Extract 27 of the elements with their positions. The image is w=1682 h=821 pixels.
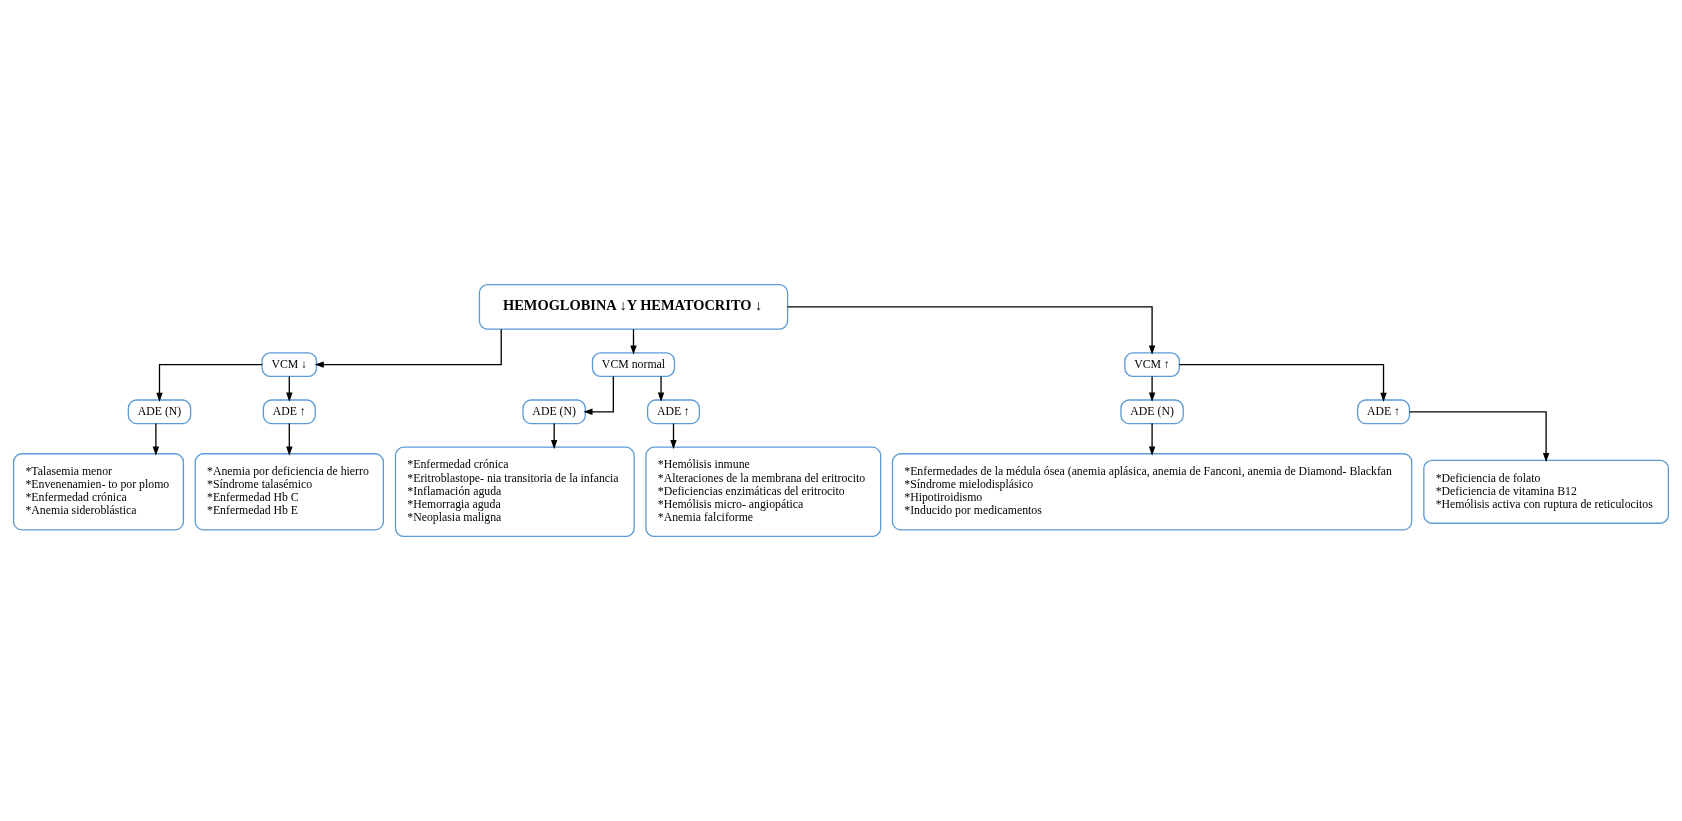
arrow: [1148, 422, 1156, 456]
node-box: VCM ↓: [261, 352, 318, 378]
node-box: *Talasemia menor *Envenenamien- to por plomo *Enfermedad crónica *Anemia sideroblástica: [12, 453, 185, 531]
node-box: HEMOGLOBINA ↓Y HEMATOCRITO ↓: [478, 283, 789, 330]
node-box: *Deficiencia de folato *Deficiencia de vitamina B12 *Hemólisis activa con ruptura de reticulocitos: [1423, 459, 1670, 524]
node-box: *Hemólisis inmune *Alteraciones de la membrana del eritrocito *Deficiencias enzimáticas del eritrocito *Hemólisis micro- angiopática *Anemia falciforme: [645, 446, 882, 538]
node-box: *Enfermedades de la médula ósea (anemia aplásica, anemia de Fanconi, anemia de Diamond- Blackfan *Síndrome mielodisplásico *Hipotiroidismo *Inducido por medicamentos: [891, 453, 1413, 531]
arrow: [286, 422, 293, 456]
node-box: VCM normal: [591, 352, 676, 378]
node-box: ADE (N): [522, 399, 586, 425]
arrow: [156, 363, 263, 402]
arrow: [1178, 363, 1387, 402]
node-box: ADE ↑: [646, 399, 701, 425]
arrow: [787, 306, 1156, 355]
arrow: [583, 375, 614, 416]
node-box: ADE (N): [1120, 399, 1184, 425]
node-box: ADE ↑: [262, 399, 316, 425]
node-box: ADE ↑: [1356, 399, 1411, 425]
node-box: *Anemia por deficiencia de hierro *Síndrome talasémico *Enfermedad Hb C *Enfermedad Hb E: [194, 453, 385, 531]
arrow: [314, 328, 502, 368]
node-box: ADE (N): [127, 399, 192, 425]
arrow: [1148, 375, 1156, 402]
node-box: *Enfermedad crónica *Eritroblastope- nia transitoria de la infancia *Inflamación aguda *Hemorragia aguda *Neoplasia maligna: [394, 446, 635, 538]
node-box: VCM ↑: [1124, 352, 1180, 378]
arrow: [1408, 411, 1550, 463]
arrow: [657, 375, 665, 402]
arrow: [152, 422, 160, 456]
